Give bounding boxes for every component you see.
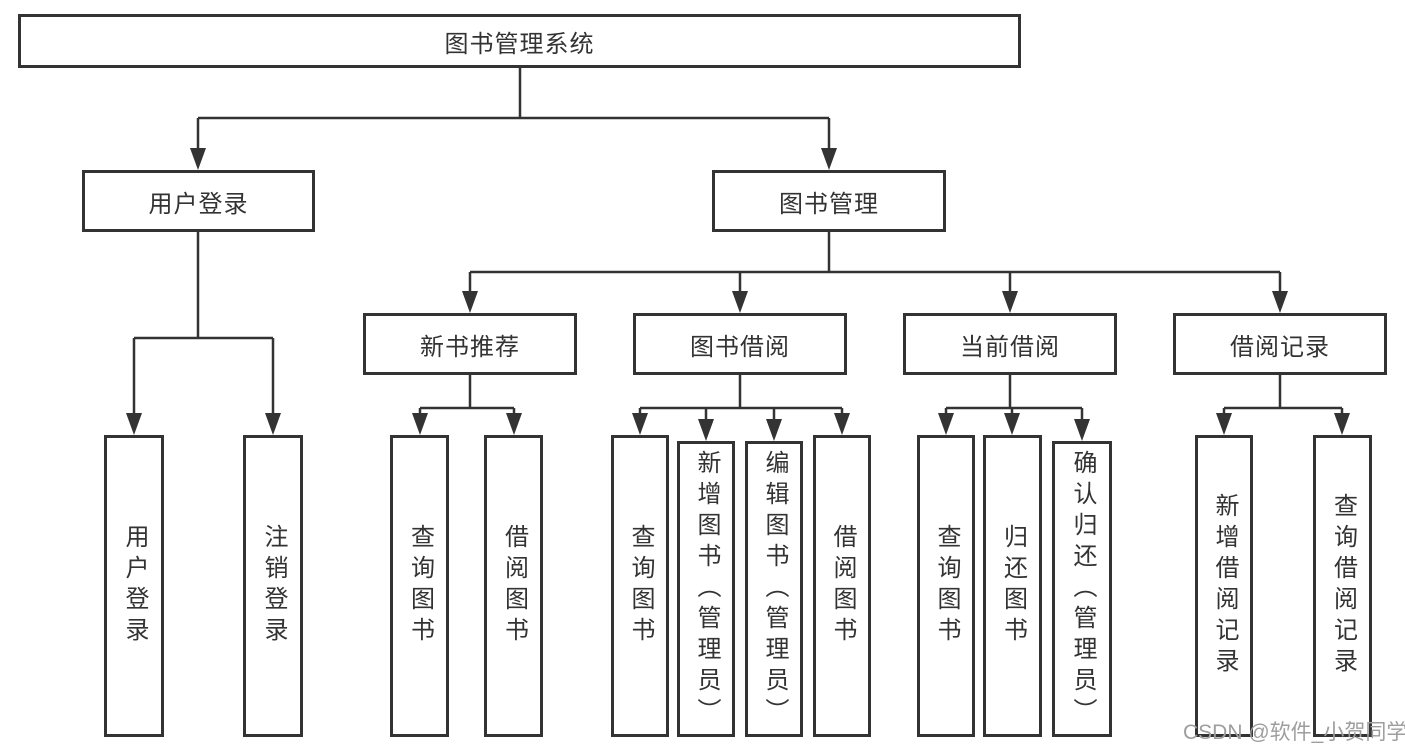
leaf-return-books: 归还图书 xyxy=(983,435,1042,737)
leaf-label: 新增图书（管理员） xyxy=(693,449,720,729)
leaf-label: 借阅图书 xyxy=(500,524,528,648)
leaf-label: 确认归还（管理员） xyxy=(1069,449,1096,729)
leaf-label: 注销登录 xyxy=(260,524,287,648)
leaf-query-books-2: 查询图书 xyxy=(611,435,669,737)
connector-path xyxy=(132,68,1344,423)
leaf-query-books-1: 查询图书 xyxy=(390,435,449,737)
leaf-label: 查询图书 xyxy=(627,524,654,648)
node-label: 新书推荐 xyxy=(420,333,520,361)
node-user-login: 用户登录 xyxy=(82,170,315,232)
leaf-label: 借阅图书 xyxy=(829,524,856,648)
node-label: 图书管理系统 xyxy=(444,30,595,58)
node-label: 用户登录 xyxy=(148,190,249,218)
node-label: 图书借阅 xyxy=(690,333,790,361)
leaf-label: 归还图书 xyxy=(999,524,1027,648)
leaf-label: 查询借阅记录 xyxy=(1329,493,1357,679)
leaf-edit-books-admin: 编辑图书（管理员） xyxy=(745,441,803,737)
leaf-logout: 注销登录 xyxy=(243,435,303,737)
node-book-management: 图书管理 xyxy=(712,170,946,232)
leaf-query-books-3: 查询图书 xyxy=(917,435,975,737)
node-label: 借阅记录 xyxy=(1230,333,1330,361)
leaf-add-borrow-record: 新增借阅记录 xyxy=(1195,435,1253,737)
leaf-confirm-return-admin: 确认归还（管理员） xyxy=(1052,441,1112,737)
leaf-label: 编辑图书（管理员） xyxy=(761,449,788,729)
leaf-borrow-books-2: 借阅图书 xyxy=(813,435,871,737)
leaf-borrow-books-1: 借阅图书 xyxy=(484,435,543,737)
leaf-add-books-admin: 新增图书（管理员） xyxy=(677,441,735,737)
leaf-label: 查询图书 xyxy=(933,524,960,648)
node-borrowing-records: 借阅记录 xyxy=(1173,313,1387,375)
node-book-borrowing: 图书借阅 xyxy=(633,313,847,375)
node-current-borrowing: 当前借阅 xyxy=(903,313,1117,375)
node-label: 图书管理 xyxy=(779,190,879,218)
leaf-label: 查询图书 xyxy=(406,524,434,648)
watermark: CSDN @软件_小贺同学 xyxy=(1183,721,1405,744)
arrowhead-icons xyxy=(126,148,1350,441)
node-library-management-system: 图书管理系统 xyxy=(18,14,1021,68)
leaf-user-login: 用户登录 xyxy=(104,435,164,737)
leaf-label: 用户登录 xyxy=(121,524,148,648)
leaf-label: 新增借阅记录 xyxy=(1211,493,1238,679)
leaf-query-borrow-record: 查询借阅记录 xyxy=(1313,435,1372,737)
node-label: 当前借阅 xyxy=(960,333,1060,361)
node-new-book-recommend: 新书推荐 xyxy=(363,313,577,375)
